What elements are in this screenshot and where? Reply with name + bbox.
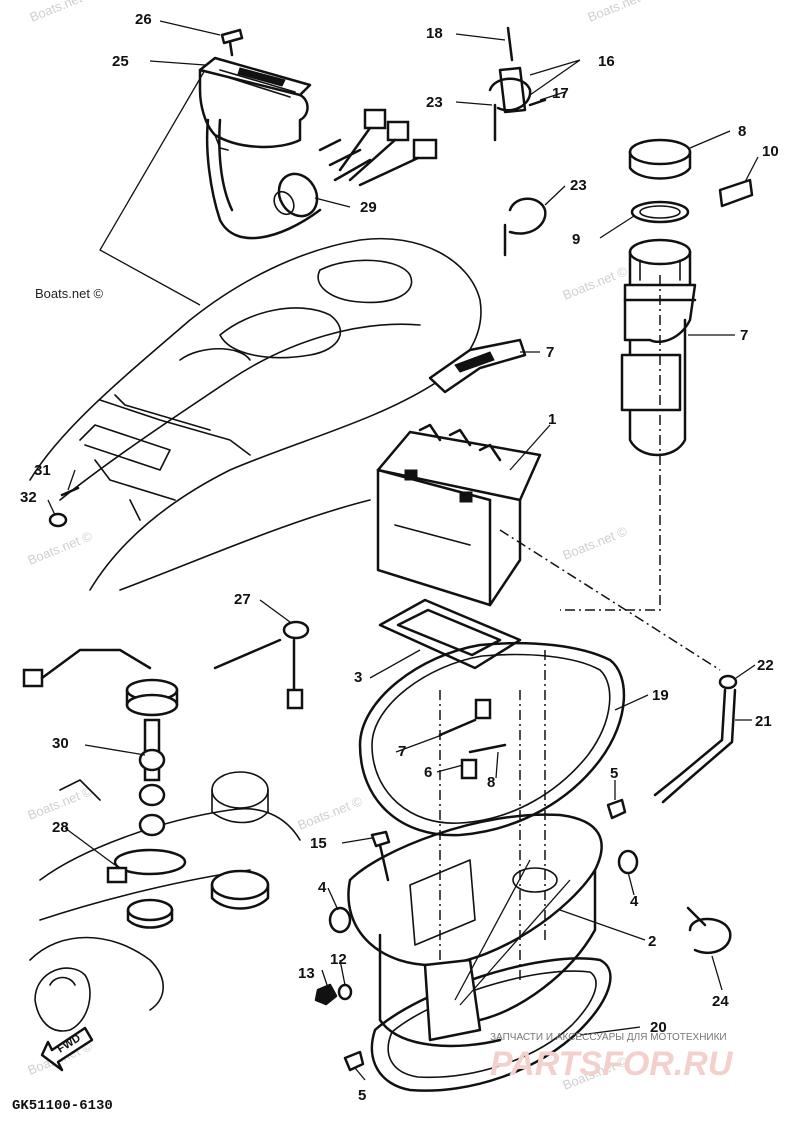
part-17-screw <box>370 830 391 882</box>
callout-32: 27 <box>234 591 251 608</box>
watermark: Boats.net © <box>26 528 95 568</box>
part-24-tie <box>686 906 732 955</box>
callout-17: 15 <box>310 835 327 852</box>
callout-8: 7 <box>546 344 554 361</box>
callout-16: 20 <box>650 1019 667 1036</box>
part-1-battery <box>376 423 542 607</box>
part-6-7-terminals <box>438 698 507 780</box>
part-10-cap <box>628 138 692 180</box>
watermark: Boats.net © <box>561 263 630 303</box>
callout-28: 32 <box>20 489 37 506</box>
callout-3: 3 <box>354 669 362 686</box>
part-30-sender <box>22 648 179 837</box>
callout-19: 21 <box>755 713 772 730</box>
callout-24: 24 <box>712 993 729 1010</box>
callout-labels: 26 25 29 18 23 16 17 23 8 10 9 7 7 1 31 … <box>20 11 779 1104</box>
callout-11: 9 <box>572 231 580 248</box>
callout-12: 10 <box>762 143 779 160</box>
part-4-damper <box>328 906 352 934</box>
brand-tagline: ЗАПЧАСТИ И АКСЕССУАРЫ ДЛЯ МОТОТЕХНИКИ <box>490 1032 727 1043</box>
callout-9: 7 <box>740 327 748 344</box>
watermark-visible: Boats.net © <box>35 286 104 301</box>
part-2-battery-box <box>347 650 603 1048</box>
part-5-bolt <box>343 1050 365 1072</box>
callout-23: 23 <box>426 94 443 111</box>
part-27-28-fasteners <box>48 486 80 528</box>
part-26-screw <box>220 28 244 57</box>
callout-30: 30 <box>52 735 69 752</box>
watermark: Boats.net © <box>28 0 97 25</box>
watermark: Boats.net © <box>561 523 630 563</box>
callout-20: 16 <box>598 53 615 70</box>
callout-14: 13 <box>298 965 315 982</box>
callout-7: 7 <box>398 743 406 760</box>
part-14-nut <box>314 983 338 1006</box>
part-15-band <box>358 641 626 837</box>
part-13-washer <box>337 983 353 1001</box>
part-23-tie <box>503 197 547 257</box>
part-29-sleeve <box>273 108 438 218</box>
callout-1: 1 <box>548 411 556 428</box>
hull-deck <box>29 237 482 1032</box>
callout-23b: 23 <box>570 177 587 194</box>
callout-6: 6 <box>424 764 432 781</box>
part-20-23-clamp <box>488 26 547 142</box>
callout-18: 22 <box>757 657 774 674</box>
part-25-electrical-box <box>198 56 372 240</box>
callout-21: 17 <box>552 85 569 102</box>
callout-25: 25 <box>112 53 129 70</box>
part-3-pad <box>378 598 522 670</box>
callout-26: 26 <box>135 11 152 28</box>
callout-22: 18 <box>426 25 443 42</box>
part-5-bolt <box>606 798 627 820</box>
part-8-bracket <box>428 338 527 394</box>
part-code: GK51100-6130 <box>12 1098 113 1114</box>
part-4-damper <box>617 849 639 875</box>
watermark: Boats.net © <box>586 0 655 25</box>
part-12-clip <box>718 178 754 208</box>
callout-27: 31 <box>34 462 51 479</box>
part-11-oring <box>630 200 690 224</box>
brand-name: PARTSFOR.RU <box>490 1045 734 1083</box>
callout-13: 12 <box>330 951 347 968</box>
brand-watermark: ЗАПЧАСТИ И АКСЕССУАРЫ ДЛЯ МОТОТЕХНИКИ PA… <box>490 1032 734 1083</box>
callout-10: 8 <box>738 123 746 140</box>
callout-31: 28 <box>52 819 69 836</box>
part-32-sensor <box>210 620 310 910</box>
callout-2: 2 <box>648 933 656 950</box>
leader-lines <box>47 20 759 1081</box>
hardware-parts <box>314 798 639 1072</box>
callout-15: 19 <box>652 687 669 704</box>
callout-7b: 8 <box>487 774 495 791</box>
part-31-hose-clamp <box>106 848 187 929</box>
part-9-filler-neck <box>620 238 697 457</box>
callout-5b: 5 <box>358 1087 366 1104</box>
callout-4b: 4 <box>630 893 639 910</box>
watermark: Boats.net © <box>296 793 365 833</box>
callout-4: 4 <box>318 879 327 896</box>
callout-5: 5 <box>610 765 618 782</box>
part-18-19-vent-hose <box>653 674 738 804</box>
callout-29: 29 <box>360 199 377 216</box>
